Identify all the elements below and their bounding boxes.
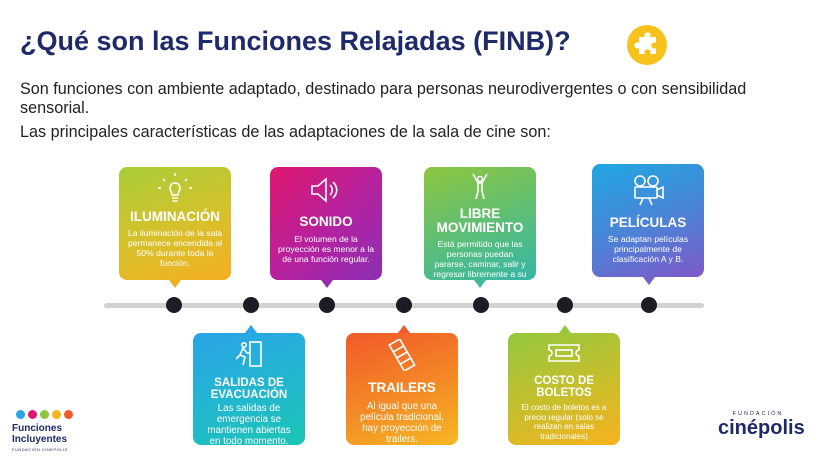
movie-camera-icon [592, 164, 704, 216]
card-text: Las salidas de emergencia se mantienen a… [207, 403, 291, 447]
timeline-dot [166, 297, 182, 313]
colored-dots-icon [16, 410, 92, 419]
card-title: SALIDAS DE EVACUACIÓN [210, 377, 288, 401]
card-title: LIBRE MOVIMIENTO [436, 206, 524, 235]
card-title: PELÍCULAS [609, 215, 687, 230]
card-peliculas: PELÍCULAS Se adaptan películas principal… [592, 164, 704, 277]
card-title: SONIDO [299, 214, 353, 229]
card-title: TRAILERS [368, 380, 436, 395]
card-title: ILUMINACIÓN [130, 209, 220, 224]
intro-description: Son funciones con ambiente adaptado, des… [20, 80, 747, 117]
card-pointer [643, 277, 655, 285]
lightbulb-icon [119, 167, 231, 210]
logo-tagline: FUNDACIÓN CINÉPOLIS [12, 447, 68, 452]
timeline-dot [641, 297, 657, 313]
timeline-dot [557, 297, 573, 313]
logo-line1: Funciones [12, 423, 63, 434]
card-libre-movimiento: LIBRE MOVIMIENTO Está permitido que las … [424, 167, 536, 289]
card-text: Al igual que una película tradicional, h… [360, 401, 444, 445]
card-text: El volumen de la proyección es menor a l… [278, 234, 375, 264]
logo-line2: Incluyentes [12, 434, 68, 445]
card-sonido: SONIDO El volumen de la proyección es me… [270, 167, 382, 280]
card-pointer [398, 325, 410, 333]
card-pointer [321, 280, 333, 288]
card-pointer [169, 280, 181, 288]
timeline-dot [396, 297, 412, 313]
card-title: COSTO DE BOLETOS [534, 375, 594, 399]
logo-small: FUNDACIÓN [732, 411, 784, 417]
film-strip-icon [346, 333, 458, 379]
speaker-icon [270, 167, 382, 215]
card-salidas: SALIDAS DE EVACUACIÓN Las salidas de eme… [193, 333, 305, 447]
card-pointer [245, 325, 257, 333]
card-pointer [474, 280, 486, 288]
ticket-icon [508, 333, 620, 375]
card-text: La iluminación de la sala permanece ence… [127, 228, 223, 268]
funciones-incluyentes-logo: Funciones Incluyentes FUNDACIÓN CINÉPOLI… [12, 410, 92, 452]
puzzle-piece-icon [627, 25, 667, 65]
emergency-exit-icon [193, 333, 305, 377]
person-stretching-icon [424, 167, 536, 207]
card-pointer [559, 325, 571, 333]
timeline-dot [243, 297, 259, 313]
intro-subheading: Las principales características de las a… [20, 123, 551, 141]
card-costo: COSTO DE BOLETOS El costo de boletos es … [508, 333, 620, 445]
card-text: El costo de boletos es a precio regular … [521, 403, 607, 441]
card-text: Se adaptan películas principalmente de c… [607, 234, 689, 264]
card-trailers: TRAILERS Al igual que una película tradi… [346, 333, 458, 445]
timeline-dot [319, 297, 335, 313]
logo-brand: cinépolis [718, 417, 805, 439]
fundacion-cinepolis-logo: FUNDACIÓN cinépolis [718, 411, 805, 439]
timeline-dot [473, 297, 489, 313]
page-title: ¿Qué son las Funciones Relajadas (FINB)? [20, 26, 571, 56]
card-iluminacion: ILUMINACIÓN La iluminación de la sala pe… [119, 167, 231, 280]
